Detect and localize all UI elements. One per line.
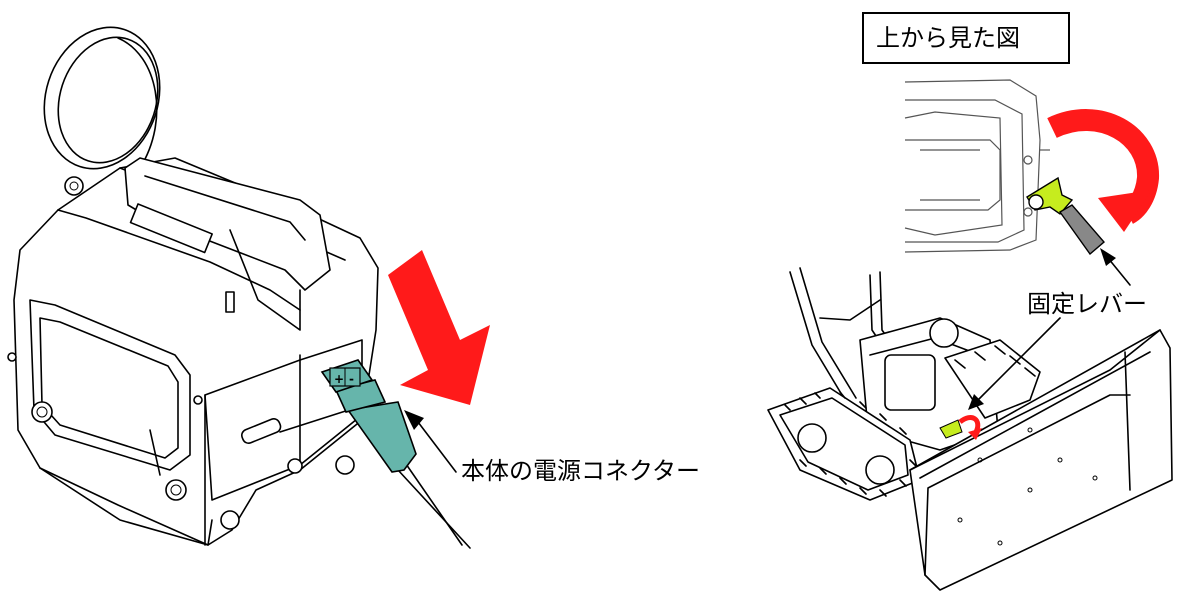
machine-lever-pointer-line — [977, 317, 1061, 401]
connector-pointer-arrowhead-icon — [404, 410, 424, 430]
lever-pointer-line — [1107, 257, 1131, 286]
red-down-arrow-icon — [388, 250, 490, 405]
fixing-lever-label: 固定レバー — [1027, 290, 1147, 318]
top-view-drawing — [904, 79, 1105, 256]
snowblower-drawing — [767, 267, 1173, 591]
connector-label: 本体の電源コネクター — [461, 457, 701, 485]
machine-lever-pointer-arrowhead-icon — [968, 394, 984, 410]
battery-unit-drawing — [7, 26, 379, 546]
minus-terminal-label: - — [349, 372, 354, 386]
top-view-caption-box: 上から見た図 — [862, 12, 1070, 64]
red-rotate-arrowhead-icon — [1098, 190, 1152, 232]
plus-terminal-label: + — [334, 372, 344, 386]
power-connector-drawing — [320, 359, 471, 549]
top-view-caption: 上から見た図 — [876, 24, 1020, 52]
lever-pointer-arrowhead-icon — [1100, 248, 1116, 266]
connector-pointer-line — [417, 421, 457, 473]
